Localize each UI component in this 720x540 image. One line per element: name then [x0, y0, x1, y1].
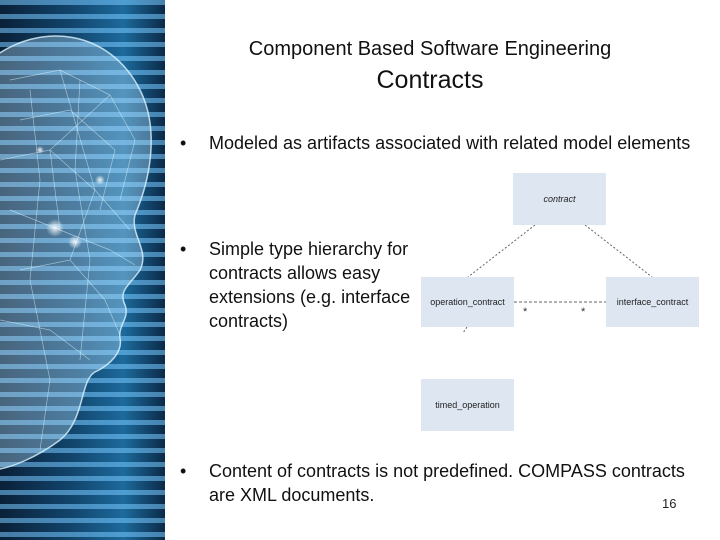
connector-stub — [462, 326, 468, 334]
wireframe-head-graphic — [0, 35, 152, 470]
bullet-text: Simple type hierarchy for contracts allo… — [209, 239, 411, 331]
bullet-marker: • — [180, 461, 187, 481]
page-number: 16 — [662, 496, 677, 511]
bullet-marker: • — [180, 133, 187, 153]
uml-class-interface-contract: interface_contract — [606, 277, 699, 327]
uml-class-timed-operation: timed_operation — [421, 379, 514, 431]
head-network-illustration — [0, 0, 165, 540]
bullet-marker: • — [180, 239, 187, 259]
generalization-line-interface — [584, 224, 653, 278]
bullet-text: Modeled as artifacts associated with rel… — [209, 133, 691, 153]
generalization-line-operation — [467, 224, 536, 278]
bullet-text: Content of contracts is not predefined. … — [209, 461, 685, 505]
slide-subtitle: Component Based Software Engineering — [248, 38, 612, 60]
multiplicity-label-left: * — [523, 306, 528, 318]
uml-class-operation-contract: operation_contract — [421, 277, 514, 327]
slide-title: Contracts — [376, 66, 484, 94]
uml-class-contract: contract — [513, 173, 606, 225]
multiplicity-label-right: * — [581, 306, 586, 318]
